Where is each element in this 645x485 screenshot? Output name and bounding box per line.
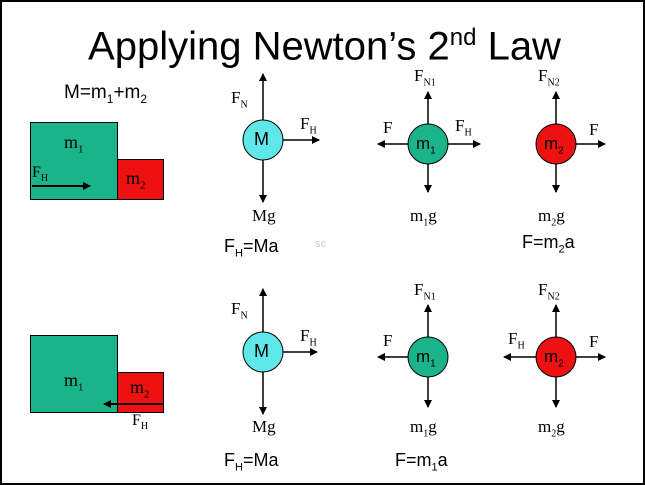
label-circle-m1-top: m1 (416, 134, 436, 157)
label-normal-m1-bottom: FN1 (414, 280, 436, 303)
label-push-M-bottom: FH (300, 326, 317, 349)
label-weight-M-bottom: Mg (252, 417, 276, 436)
circle-M-bottom (242, 331, 284, 373)
circle-M-top (242, 119, 284, 161)
watermark: sc (315, 238, 326, 250)
label-contact-m2-bottom: F (589, 332, 599, 351)
label-normal-m1-top: FN1 (414, 66, 436, 89)
equation-m1-bottom: F=m1a (395, 450, 448, 474)
circle-m2-top (535, 123, 577, 165)
label-normal-M-top: FN (231, 88, 248, 111)
label-circle-m2-top: m2 (544, 134, 564, 157)
slide-title: Applying Newton’s 2nd Law (88, 24, 561, 69)
label-weight-m2-top: m2g (538, 206, 565, 229)
label-contact-m1-top: F (383, 118, 393, 137)
block-m2-top (117, 159, 164, 200)
label-normal-M-bottom: FN (231, 299, 248, 322)
label-contact-m2-top: F (589, 120, 599, 139)
equation-M-top: FH=Ma (224, 236, 279, 260)
equation-M-bottom: FH=Ma (224, 450, 279, 474)
block-m2-bottom (117, 372, 164, 413)
label-block-push-top: FH (32, 164, 49, 185)
label-push-m2-bottom: FH (508, 329, 525, 352)
label-circle-m1-bottom: m1 (416, 347, 436, 370)
circle-m2-bottom (535, 336, 577, 378)
label-push-M-top: FH (300, 114, 317, 137)
label-weight-m1-top: m1g (410, 206, 437, 229)
label-weight-M-top: Mg (252, 206, 276, 225)
equation-m2-top: F=m2a (522, 232, 575, 256)
label-block-m1-bottom: m1 (64, 370, 84, 394)
label-block-m1-top: m1 (64, 132, 84, 156)
label-contact-m1-bottom: F (383, 331, 393, 350)
label-block-m2-top: m2 (126, 168, 146, 192)
circle-m1-bottom (407, 336, 449, 378)
label-block-m2-bottom: m2 (130, 377, 150, 401)
label-weight-m2-bottom: m2g (538, 417, 565, 440)
label-normal-m2-top: FN2 (538, 66, 560, 89)
label-weight-m1-bottom: m1g (410, 417, 437, 440)
label-block-push-bottom: FH (132, 412, 149, 433)
circle-m1-top (407, 123, 449, 165)
label-circle-m2-bottom: m2 (544, 347, 564, 370)
mass-relation: M=m1+m2 (64, 82, 148, 106)
label-normal-m2-bottom: FN2 (538, 280, 560, 303)
label-push-m1-top: FH (455, 116, 472, 139)
label-circle-M-bottom: M (254, 341, 269, 361)
label-circle-M-top: M (254, 129, 269, 149)
